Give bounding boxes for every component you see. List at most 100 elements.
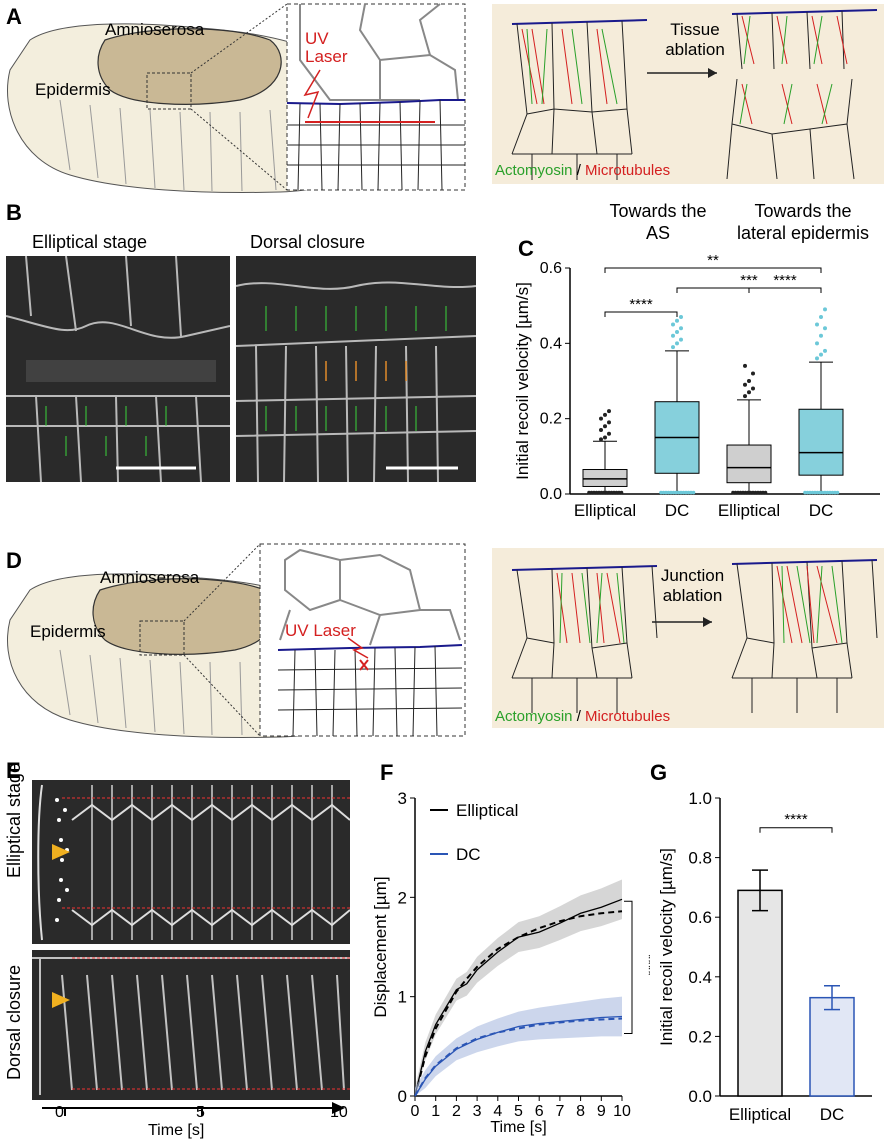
c-outlier <box>747 390 751 395</box>
g-ytick-label: 0.4 <box>688 968 712 987</box>
g-bar <box>809 996 855 1097</box>
c-low-point <box>748 490 753 495</box>
c-outlier <box>815 341 819 346</box>
c-low-point <box>813 490 817 495</box>
c-low-point <box>587 490 591 495</box>
c-outlier <box>743 382 747 387</box>
c-outlier <box>743 394 747 399</box>
g-ytick-label: 0.6 <box>688 908 712 927</box>
c-low-point <box>666 490 671 495</box>
label-b-elliptical: Elliptical stage <box>32 232 148 252</box>
c-low-point <box>679 490 683 495</box>
panel-label-c: C <box>518 236 534 261</box>
c-low-point <box>741 490 745 495</box>
g-ytick-label: 0.0 <box>688 1087 712 1106</box>
e-xlabel: Time [s] <box>148 1122 205 1139</box>
c-ytick-label: 0.6 <box>540 260 562 277</box>
g-xtick-label: DC <box>820 1105 845 1124</box>
label-junction-ablation: Junction ablation <box>660 566 725 605</box>
legend-actomyosin: Actomyosin <box>495 162 573 179</box>
f-xtick-label: 3 <box>473 1103 482 1120</box>
e-tick-5: 5 <box>196 1104 205 1121</box>
c-low-point <box>733 490 738 495</box>
f-sig-bracket <box>624 900 633 1035</box>
c-low-point <box>674 490 678 495</box>
legend-d-slash: / <box>576 708 581 725</box>
c-sig-label: *** <box>740 272 758 289</box>
panel-label-f: F <box>380 760 394 785</box>
c-box <box>798 408 844 476</box>
f-xtick-label: 9 <box>597 1103 606 1120</box>
c-outlier <box>823 307 827 312</box>
g-xtick-label: Elliptical <box>729 1105 791 1124</box>
c-low-point <box>602 490 606 495</box>
kymograph-elliptical <box>32 780 350 944</box>
e-tick-10: 10 <box>330 1104 348 1121</box>
c-outlier <box>823 348 827 353</box>
legend-filaments-d: Actomyosin / Microtubules <box>495 708 670 725</box>
c-sig-label: ** <box>707 252 719 269</box>
micrograph-dorsal-closure <box>236 256 476 482</box>
c-low-point <box>684 490 688 495</box>
kymograph-time-axis <box>42 1102 345 1116</box>
c-outlier <box>679 314 683 319</box>
panel-label-g: G <box>650 760 668 785</box>
c-low-point <box>736 490 740 495</box>
c-low-point <box>661 490 666 495</box>
c-low-point <box>617 490 621 495</box>
f-xtick-label: 5 <box>514 1103 523 1120</box>
legend-filaments-a: Actomyosin / Microtubules <box>495 162 670 179</box>
c-outlier <box>603 435 607 440</box>
c-low-point <box>597 490 601 495</box>
label-d-uv-laser: UV Laser <box>285 621 356 640</box>
c-low-point <box>594 490 599 495</box>
c-outlier <box>819 352 823 357</box>
c-outlier <box>815 322 819 327</box>
c-sig-bracket <box>604 311 678 317</box>
c-low-point <box>686 490 691 495</box>
c-xtick-label: Elliptical <box>718 501 780 520</box>
filaments-right <box>739 15 848 125</box>
legend-slash: / <box>576 162 581 179</box>
c-ytick-label: 0.0 <box>540 486 562 503</box>
c-sig-label: **** <box>773 272 797 289</box>
c-low-point <box>751 490 755 495</box>
c-outlier <box>675 341 679 346</box>
g-sig-bracket <box>759 827 833 833</box>
c-low-point <box>761 490 765 495</box>
c-outlier <box>819 314 823 319</box>
f-legend-label: DC <box>456 845 481 864</box>
c-low-point <box>691 490 696 495</box>
c-outlier <box>607 420 611 425</box>
label-e-dorsal: Dorsal closure <box>4 964 24 1080</box>
c-outlier <box>675 318 679 323</box>
c-outlier <box>743 363 747 368</box>
c-low-point <box>805 490 810 495</box>
f-xlabel: Time [s] <box>490 1119 546 1136</box>
panel-label-e: E <box>6 758 21 783</box>
c-outlier <box>679 337 683 342</box>
c-low-point <box>756 490 760 495</box>
c-sig-bracket <box>748 287 822 293</box>
c-low-point <box>810 490 815 495</box>
chart-c-title-left: Towards the AS <box>609 201 707 243</box>
f-ytick-label: 3 <box>398 789 407 808</box>
f-series-line <box>414 898 623 1097</box>
f-sem-band <box>415 879 622 1096</box>
c-low-point <box>619 490 624 495</box>
label-tissue-ablation: Tissue ablation <box>665 20 725 59</box>
c-low-point <box>823 490 827 495</box>
c-sig-label: **** <box>629 296 653 313</box>
c-outlier <box>675 330 679 335</box>
c-low-point <box>607 490 611 495</box>
f-xtick-label: 10 <box>613 1103 631 1120</box>
f-xtick-label: 7 <box>555 1103 564 1120</box>
f-xtick-label: 8 <box>576 1103 585 1120</box>
f-sig-label: **** <box>641 954 650 976</box>
c-outlier <box>671 345 675 350</box>
c-low-point <box>681 490 686 495</box>
panel-label-b: B <box>6 200 22 225</box>
c-low-point <box>609 490 614 495</box>
